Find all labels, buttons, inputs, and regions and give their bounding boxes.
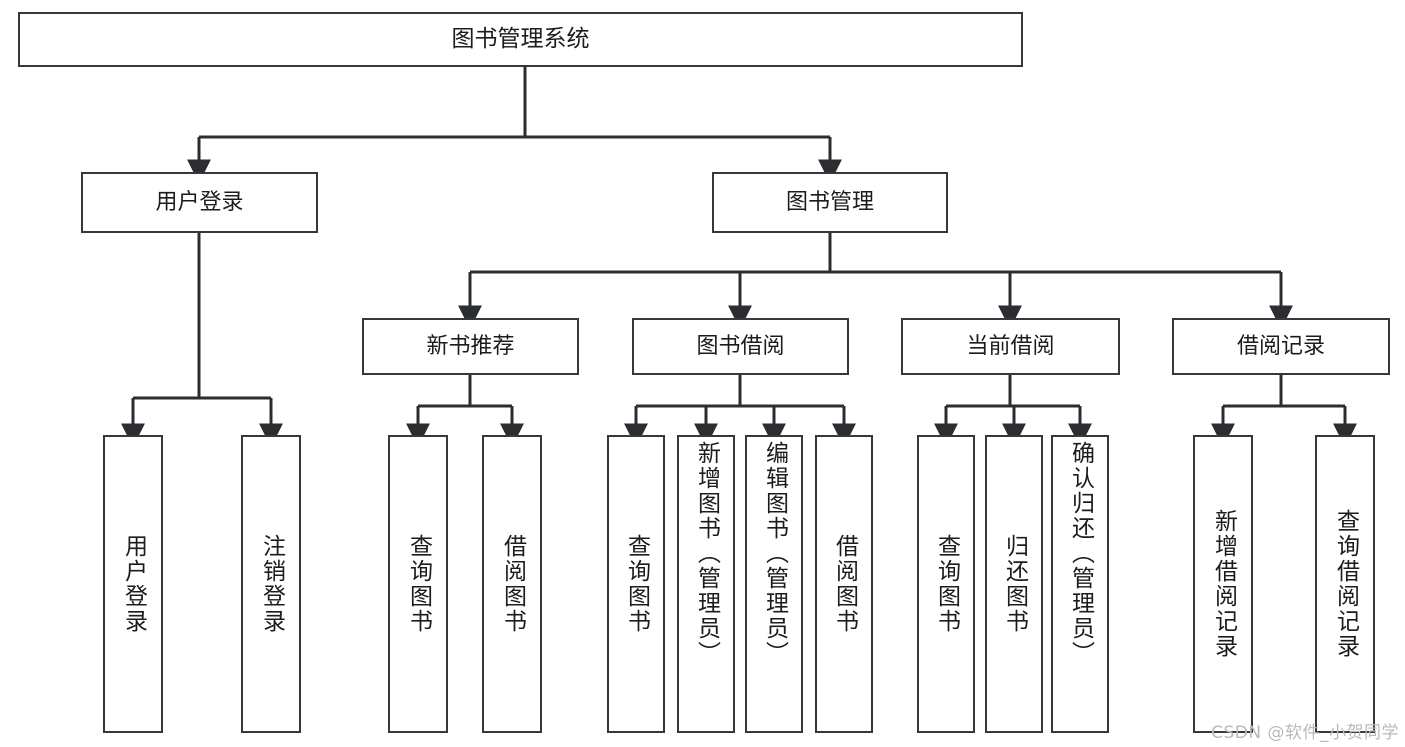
watermark: CSDN @软件_小贺同学 (1211, 723, 1399, 743)
node-label: 编辑图书（管理员） (761, 441, 788, 666)
leaf-return-book[interactable]: 归还图书 (985, 435, 1043, 733)
node-label: 借阅记录 (1236, 333, 1325, 359)
leaf-add-book[interactable]: 新增图书（管理员） (677, 435, 735, 733)
leaf-borrow-book-1[interactable]: 借阅图书 (482, 435, 542, 733)
node-label: 查询图书 (933, 534, 960, 634)
node-label: 当前借阅 (966, 333, 1055, 359)
leaf-query-book-3[interactable]: 查询图书 (917, 435, 975, 733)
node-current-borrow[interactable]: 当前借阅 (901, 318, 1120, 375)
node-label: 借阅图书 (831, 534, 858, 634)
node-label: 查询借阅记录 (1332, 509, 1359, 659)
node-new-book-rec[interactable]: 新书推荐 (362, 318, 579, 375)
node-label: 注销登录 (258, 534, 285, 634)
node-label: 借阅图书 (499, 534, 526, 634)
node-label: 图书管理 (785, 189, 874, 215)
node-borrow-record[interactable]: 借阅记录 (1172, 318, 1390, 375)
node-label: 确认归还（管理员） (1067, 441, 1094, 666)
leaf-user-login[interactable]: 用户登录 (103, 435, 163, 733)
node-label: 查询图书 (623, 534, 650, 634)
leaf-query-book-1[interactable]: 查询图书 (388, 435, 448, 733)
node-label: 新书推荐 (426, 333, 515, 359)
node-label: 新增借阅记录 (1210, 509, 1237, 659)
node-label: 新增图书（管理员） (693, 441, 720, 666)
node-label: 用户登录 (155, 189, 244, 215)
leaf-borrow-book-2[interactable]: 借阅图书 (815, 435, 873, 733)
node-label: 图书借阅 (696, 333, 785, 359)
node-label: 查询图书 (405, 534, 432, 634)
node-label: 归还图书 (1001, 534, 1028, 634)
leaf-logout[interactable]: 注销登录 (241, 435, 301, 733)
leaf-edit-book[interactable]: 编辑图书（管理员） (745, 435, 803, 733)
node-label: 图书管理系统 (451, 25, 590, 52)
node-user-login[interactable]: 用户登录 (81, 172, 318, 233)
node-label: 用户登录 (120, 534, 147, 634)
leaf-add-record[interactable]: 新增借阅记录 (1193, 435, 1253, 733)
node-book-borrow[interactable]: 图书借阅 (632, 318, 849, 375)
leaf-query-book-2[interactable]: 查询图书 (607, 435, 665, 733)
node-root[interactable]: 图书管理系统 (18, 12, 1023, 67)
leaf-query-record[interactable]: 查询借阅记录 (1315, 435, 1375, 733)
node-book-manage[interactable]: 图书管理 (712, 172, 948, 233)
leaf-confirm-return[interactable]: 确认归还（管理员） (1051, 435, 1109, 733)
